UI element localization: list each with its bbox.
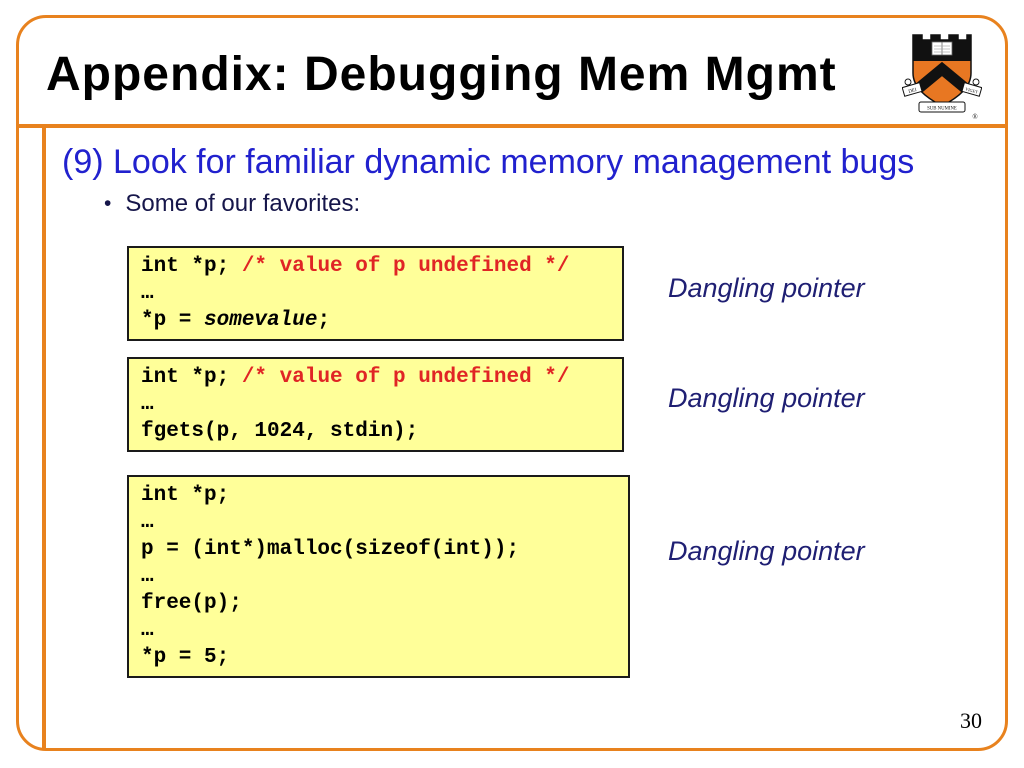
code-line: int *p; /* value of p undefined */ — [141, 364, 610, 391]
code-segment-code: … — [141, 393, 154, 416]
code-segment-code: … — [141, 282, 154, 305]
section-heading: (9) Look for familiar dynamic memory man… — [62, 143, 915, 181]
annotation-dangling-pointer-2: Dangling pointer — [668, 383, 865, 413]
registered-mark: ® — [972, 113, 978, 121]
bullet-item: • Some of our favorites: — [104, 189, 360, 219]
code-segment-code: fgets(p, 1024, stdin); — [141, 420, 419, 443]
code-segment-code: … — [141, 565, 154, 588]
title-divider-rule — [16, 124, 1008, 128]
code-segment-comment: /* value of p undefined */ — [241, 255, 570, 278]
content-left-rule — [42, 126, 46, 749]
bullet-text: Some of our favorites: — [125, 190, 361, 217]
code-segment-code: … — [141, 619, 154, 642]
code-segment-code: int *p; — [141, 484, 230, 507]
code-segment-code: free(p); — [141, 592, 242, 615]
code-line: … — [141, 563, 616, 590]
code-line: free(p); — [141, 590, 616, 617]
open-book-emblem — [931, 41, 953, 56]
code-line: … — [141, 509, 616, 536]
code-line: *p = somevalue; — [141, 307, 610, 334]
slide-border — [16, 15, 1008, 751]
code-box-dangling-1: int *p; /* value of p undefined */…*p = … — [127, 246, 624, 341]
shield-svg: DEI VIGET SUB NUMINE ® — [901, 34, 983, 121]
code-line: *p = 5; — [141, 644, 616, 671]
bullet-glyph: • — [104, 192, 112, 215]
motto-left-text: DEI — [908, 88, 918, 95]
code-line: fgets(p, 1024, stdin); — [141, 418, 610, 445]
slide-title: Appendix: Debugging Mem Mgmt — [46, 48, 837, 101]
code-line: … — [141, 617, 616, 644]
page-number: 30 — [960, 708, 982, 733]
code-segment-code: ; — [317, 309, 331, 332]
motto-right-text: VIGET — [965, 86, 979, 95]
code-segment-code: int *p; — [141, 255, 242, 278]
code-line: int *p; — [141, 482, 616, 509]
code-segment-code: *p = — [141, 309, 205, 332]
code-line: … — [141, 391, 610, 418]
code-segment-comment: /* value of p undefined */ — [241, 366, 570, 389]
code-segment-code: p = (int*)malloc(sizeof(int)); — [141, 538, 520, 561]
annotation-dangling-pointer-3: Dangling pointer — [668, 536, 865, 566]
code-line: p = (int*)malloc(sizeof(int)); — [141, 536, 616, 563]
code-segment-code: int *p; — [141, 366, 242, 389]
code-box-dangling-2: int *p; /* value of p undefined */…fgets… — [127, 357, 624, 452]
motto-center-text: SUB NUMINE — [927, 107, 957, 112]
code-segment-code: *p = 5; — [141, 646, 230, 669]
princeton-shield-icon: DEI VIGET SUB NUMINE ® — [901, 31, 983, 121]
code-line: … — [141, 280, 610, 307]
code-line: int *p; /* value of p undefined */ — [141, 253, 610, 280]
annotation-dangling-pointer-1: Dangling pointer — [668, 273, 865, 303]
code-segment-code: … — [141, 511, 154, 534]
motto-ribbons: DEI VIGET SUB NUMINE ® — [901, 78, 983, 121]
code-box-dangling-3: int *p; … p = (int*)malloc(sizeof(int)); … f… — [127, 475, 630, 678]
code-segment-var: somevalue — [204, 309, 318, 332]
